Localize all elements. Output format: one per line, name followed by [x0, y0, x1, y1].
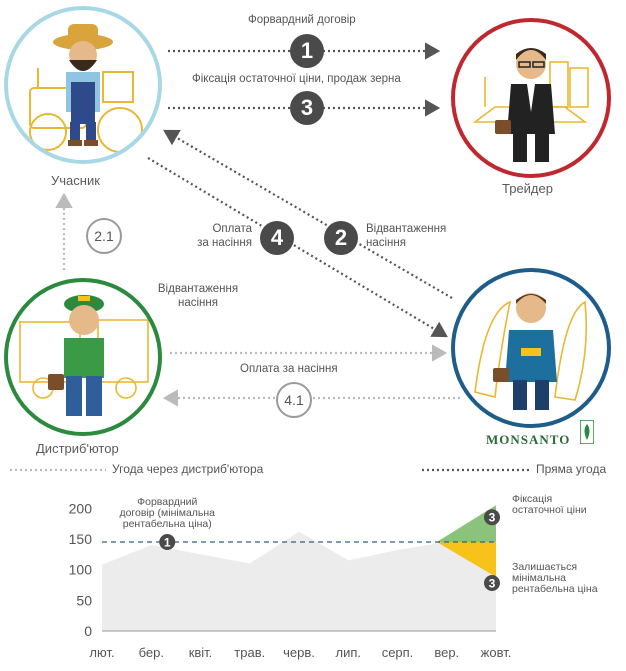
- y-tick-label: 50: [76, 592, 92, 608]
- label-payment-seeds: Оплата за насіння: [197, 223, 252, 249]
- marker-forward-label: 1: [164, 536, 171, 550]
- label-forward-contract: Форвардний договір: [248, 14, 356, 26]
- price-chart: 0 50 100 150 200 лют. бер. квіт. трав. черв. лип. с…: [69, 493, 598, 660]
- monsanto-leaf-icon: [580, 420, 594, 444]
- x-tick-label: лют.: [89, 645, 114, 660]
- marker-min: [484, 575, 500, 591]
- marker-fix-label: 3: [489, 511, 496, 525]
- step-badge-1: 1: [290, 34, 324, 68]
- step-badge-4-1: 4.1: [276, 382, 312, 418]
- x-tick-label: лип.: [336, 645, 362, 660]
- label-dist-payment: Оплата за насіння: [240, 363, 338, 375]
- price-down-wedge: [436, 542, 496, 577]
- trader-caption: Трейдер: [502, 181, 553, 196]
- trader-illustration: [472, 48, 589, 162]
- arrow-monsanto-shipment: [163, 129, 453, 299]
- farmer-circle: [4, 6, 162, 164]
- farmer-caption: Учасник: [51, 173, 100, 188]
- y-tick-label: 200: [69, 500, 93, 516]
- marker-min-label: 3: [489, 577, 496, 591]
- price-area: [102, 531, 496, 631]
- x-tick-label: квіт.: [189, 645, 213, 660]
- x-tick-label: вер.: [434, 645, 459, 660]
- step-badge-2-1: 2.1: [86, 218, 122, 254]
- price-up-wedge: [436, 505, 496, 543]
- distributor-circle: [4, 278, 162, 436]
- label-shipment: Відвантаження насіння: [366, 223, 447, 249]
- monsanto-illustration: [474, 293, 587, 410]
- label-price-fix-sale: Фіксація остаточної ціни, продаж зерна: [192, 73, 401, 85]
- farmer-illustration: [29, 24, 143, 153]
- x-tick-label: жовт.: [481, 645, 512, 660]
- distributor-caption: Дистриб'ютор: [36, 441, 119, 456]
- monsanto-circle: [451, 268, 611, 428]
- x-tick-label: трав.: [234, 645, 265, 660]
- marker-fix: [484, 509, 500, 526]
- y-tick-label: 150: [69, 531, 93, 547]
- step-badge-3: 3: [290, 91, 324, 125]
- label-dist-shipment: Відвантаження насіння: [157, 283, 239, 309]
- x-tick-label: серп.: [382, 645, 414, 660]
- step-badge-2: 2: [324, 221, 358, 255]
- legend-direct: Пряма угода: [536, 462, 607, 476]
- x-tick-label: бер.: [139, 645, 164, 660]
- distributor-illustration: [19, 295, 149, 416]
- y-tick-label: 100: [69, 562, 93, 578]
- marker-forward: [159, 534, 176, 551]
- step-badge-4: 4: [260, 221, 294, 255]
- trader-circle: [451, 18, 611, 178]
- x-tick-label: черв.: [283, 645, 315, 660]
- legend-via-distributor: Угода через дистриб'ютора: [112, 462, 264, 476]
- y-tick-label: 0: [84, 623, 92, 639]
- monsanto-logo-text: MONSANTO: [486, 432, 571, 447]
